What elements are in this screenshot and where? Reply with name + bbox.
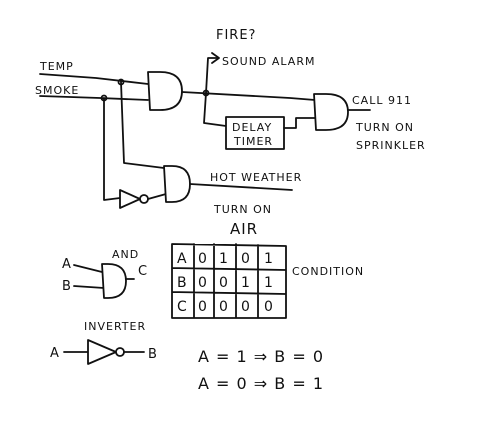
sound-alarm-label: SOUND ALARM xyxy=(222,55,315,68)
inverter-legend-title: INVERTER xyxy=(84,320,146,333)
air-and-gate xyxy=(163,165,191,203)
truth-table-cell-r1-c3: 1 xyxy=(241,275,251,291)
inverter-legend-a: A xyxy=(50,346,60,361)
smoke-wire xyxy=(39,95,149,101)
and-legend-b: B xyxy=(62,279,72,294)
inverter-legend-gate xyxy=(87,339,117,365)
temp-label: TEMP xyxy=(39,60,74,73)
equation-line-1: A = 1 ⇒ B = 0 xyxy=(198,347,324,366)
truth-table-cell-r2-c1: 0 xyxy=(198,299,208,315)
truth-table-cell-r0-c1: 0 xyxy=(198,251,208,267)
delay-in-wire xyxy=(203,92,227,127)
air-label: AIR xyxy=(230,220,258,238)
truth-table-cell-r1-c2: 0 xyxy=(219,275,229,291)
turn-on-sprinkler-label-2: SPRINKLER xyxy=(356,139,426,152)
truth-table-cell-r0-c0: A xyxy=(177,251,188,267)
turn-on-sprinkler-label-1: TURN ON xyxy=(355,121,414,134)
smoke-inverter-bubble xyxy=(139,194,149,204)
and-legend-a: A xyxy=(62,257,72,272)
and-legend-title: AND xyxy=(112,248,139,261)
truth-table-grid xyxy=(171,243,287,319)
fire-label: FIRE? xyxy=(216,28,256,43)
call-911-label: CALL 911 xyxy=(352,94,412,107)
delay-out-wire xyxy=(283,117,316,129)
truth-table xyxy=(171,243,287,319)
delay-label-1: DELAY xyxy=(232,121,272,134)
inverter-legend-bubble xyxy=(115,347,125,357)
fire-output-wire xyxy=(181,91,316,101)
smoke-inverter xyxy=(119,189,141,209)
truth-table-cell-r2-c4: 0 xyxy=(264,299,274,315)
delay-timer-box xyxy=(225,116,285,150)
condition-label: CONDITION xyxy=(292,265,364,278)
truth-table-cell-r1-c4: 1 xyxy=(264,275,274,291)
truth-table-cell-r2-c2: 0 xyxy=(219,299,229,315)
truth-table-cell-r2-c0: C xyxy=(177,299,188,315)
and-legend-input-a xyxy=(73,264,103,273)
equation-line-2: A = 0 ⇒ B = 1 xyxy=(198,374,324,393)
truth-table-cell-r1-c0: B xyxy=(177,275,188,291)
call-and-gate xyxy=(313,93,349,131)
fire-and-gate xyxy=(147,71,183,111)
temp-wire xyxy=(39,73,149,85)
sound-alarm-wire xyxy=(205,57,219,94)
turn-on-label: TURN ON xyxy=(213,203,272,216)
truth-table-cell-r2-c3: 0 xyxy=(241,299,251,315)
inverter-legend-b: B xyxy=(148,347,158,362)
temp-branch-wire xyxy=(120,81,165,169)
hot-weather-label: HOT WEATHER xyxy=(210,171,302,184)
delay-label-2: TIMER xyxy=(233,135,273,148)
truth-table-cell-r0-c4: 1 xyxy=(264,251,274,267)
smoke-label: SMOKE xyxy=(35,84,79,97)
smoke-branch-wire xyxy=(103,97,121,201)
and-legend-input-b xyxy=(73,285,105,289)
and-legend-gate xyxy=(101,263,127,299)
truth-table-cell-r0-c3: 0 xyxy=(241,251,251,267)
air-output-wire xyxy=(189,183,293,191)
sound-alarm-arrow xyxy=(211,52,220,64)
truth-table-cell-r0-c2: 1 xyxy=(219,251,229,267)
truth-table-cell-r1-c1: 0 xyxy=(198,275,208,291)
inverter-out-wire xyxy=(147,193,167,200)
and-legend-c: C xyxy=(138,264,148,279)
